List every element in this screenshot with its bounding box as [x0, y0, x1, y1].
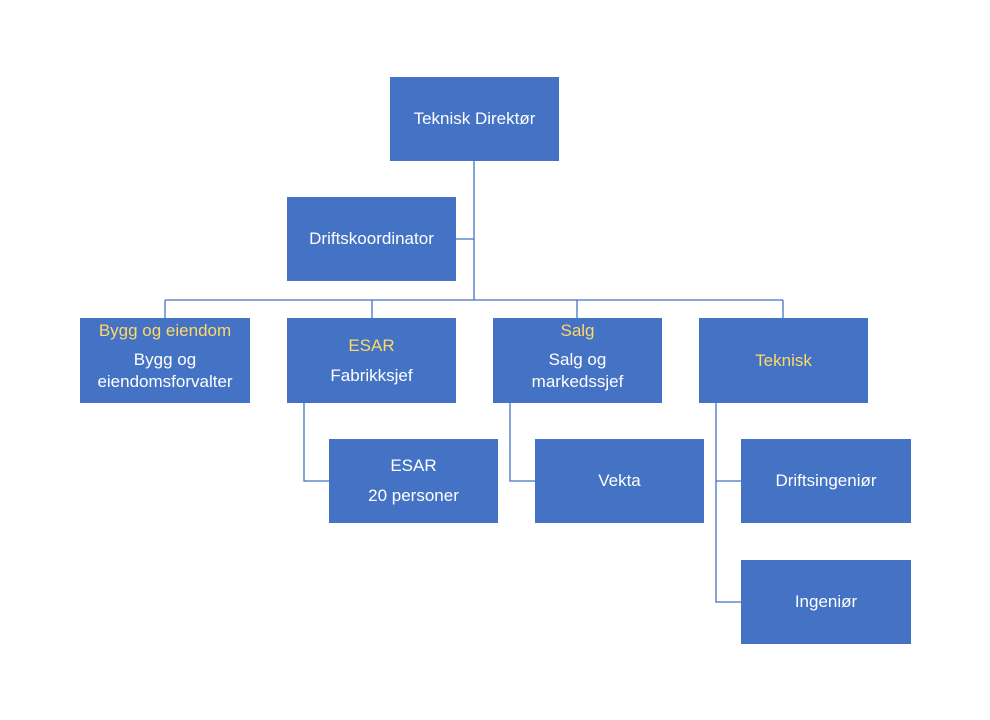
node-teknisk-title: Teknisk	[755, 350, 812, 370]
node-bygg-og-eiendom: Bygg og eiendom Bygg og eiendomsforvalte…	[80, 318, 250, 403]
node-esar-unit-detail: 20 personer	[368, 486, 459, 505]
node-teknisk-direktor: Teknisk Direktør	[390, 77, 559, 161]
node-teknisk: Teknisk	[699, 318, 868, 403]
node-driftskoordinator: Driftskoordinator	[287, 197, 456, 281]
node-ingenior: Ingeniør	[741, 560, 911, 644]
node-esar-unit-title: ESAR	[390, 456, 437, 475]
node-ingenior-label: Ingeniør	[794, 592, 858, 611]
node-vekta-label: Vekta	[598, 471, 641, 490]
node-driftsingenior: Driftsingeniør	[741, 439, 911, 523]
node-vekta: Vekta	[535, 439, 704, 523]
node-salg: Salg Salg og markedssjef	[493, 318, 662, 403]
node-esar-role: Fabrikksjef	[330, 365, 413, 385]
node-driftskoordinator-label: Driftskoordinator	[309, 229, 434, 248]
node-bygg-og-eiendom-title: Bygg og eiendom	[98, 321, 232, 340]
node-esar: ESAR Fabrikksjef	[287, 318, 456, 403]
node-bygg-og-eiendom-role: Bygg og eiendomsforvalter	[97, 350, 233, 391]
node-salg-role: Salg og markedssjef	[531, 350, 624, 391]
node-salg-title: Salg	[560, 321, 595, 340]
node-driftsingenior-label: Driftsingeniør	[775, 471, 877, 490]
node-esar-title: ESAR	[348, 335, 395, 355]
node-esar-unit: ESAR 20 personer	[329, 439, 498, 523]
node-teknisk-direktor-label: Teknisk Direktør	[413, 109, 536, 128]
